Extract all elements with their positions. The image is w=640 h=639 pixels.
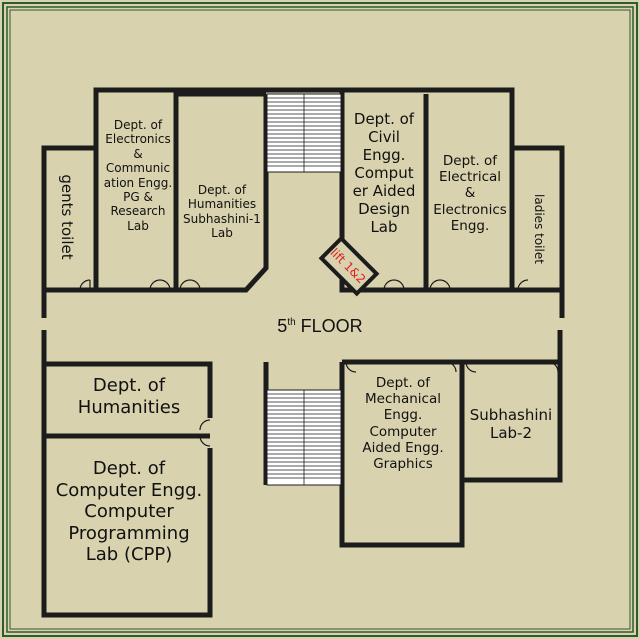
door-swings-lower	[199, 361, 559, 447]
outer-frame-inner	[6, 6, 634, 633]
lower-outline	[41, 330, 563, 618]
upper-stairs	[266, 93, 342, 173]
lift-box	[318, 235, 380, 297]
lower-stairs	[266, 389, 342, 486]
outer-frame-wall	[9, 9, 631, 630]
floor-title: 5th FLOOR	[277, 316, 363, 336]
door-swings-upper	[79, 279, 529, 291]
gents-toilet-label: gents toilet	[58, 174, 76, 260]
ladies-toilet-label: ladies toilet	[532, 194, 546, 264]
